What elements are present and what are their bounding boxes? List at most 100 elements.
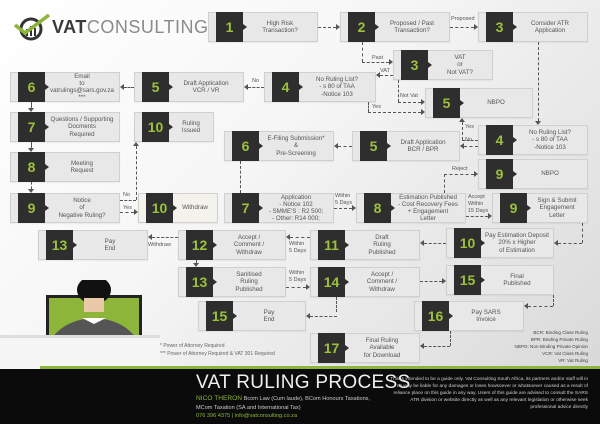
step-number: 1 <box>216 12 247 42</box>
connector <box>462 140 478 141</box>
step-9-negative-ruling: 9 Notice of Negative Ruling? <box>10 193 120 223</box>
connector <box>444 174 445 193</box>
arrow-right-icon <box>352 205 356 211</box>
connector <box>553 295 554 306</box>
connector-label-within-5-days: Within 5 Days <box>335 193 353 207</box>
step-number: 12 <box>186 230 217 260</box>
author-qualifications-2: MCom Taxation (SA and International Tax) <box>196 404 301 411</box>
connector <box>362 42 363 62</box>
step-10-pay-deposit: 10 Pay Estimation Deposit 20% x Higher o… <box>446 228 554 258</box>
step-number: 7 <box>232 193 263 223</box>
arrow-left-icon <box>420 240 424 246</box>
step-number: 9 <box>18 193 49 223</box>
step-5-draft-vcr-vr: 5 Draft Application VCR / VR <box>134 72 244 102</box>
arrow-right-icon <box>336 24 340 30</box>
step-label: Pay End <box>263 308 275 323</box>
step-number: 13 <box>46 230 77 260</box>
connector <box>424 346 450 347</box>
step-label: E-Filing Submission* & Pre-Screening <box>267 135 325 157</box>
connector-label-no: No <box>252 78 260 84</box>
connector <box>528 306 553 307</box>
arrow-down-icon <box>535 121 541 125</box>
arrow-left-icon <box>524 303 528 309</box>
note-power-of-attorney: * Power of Attorney Required <box>160 343 225 349</box>
connector <box>368 102 369 112</box>
connector <box>582 223 583 243</box>
step-label: Consider ATR Application <box>530 19 570 34</box>
step-13-sanitised-ruling: 13 Sanitised Ruling Published <box>178 267 286 297</box>
arrow-right-icon <box>474 24 478 30</box>
step-15-final-published: 15 Final Published <box>446 265 554 295</box>
connector <box>336 297 337 312</box>
connector <box>31 102 32 108</box>
arrow-left-icon <box>460 143 464 149</box>
connector-label-no: No <box>465 137 473 143</box>
step-number: 11 <box>318 230 349 260</box>
connector <box>538 42 539 121</box>
vat-consulting-logo: VAT CONSULTING <box>12 12 209 42</box>
step-6-efiling: 6 E-Filing Submission* & Pre-Screening <box>224 131 334 161</box>
connector <box>558 243 582 244</box>
arrow-up-icon <box>133 142 139 146</box>
step-label: No Ruling List? - s 80 of TAA -Notice 10… <box>316 76 358 98</box>
connector-label-past: Past <box>372 55 384 61</box>
abbr-bcr: BCR: Binding Class Ruling <box>533 330 588 335</box>
step-1-high-risk: 1 High Risk Transaction? <box>208 12 318 42</box>
connector <box>398 80 399 102</box>
step-17-final-ruling-download: 17 Final Ruling Available for Download <box>310 333 420 363</box>
page-title: VAT RULING PROCESS <box>196 372 411 393</box>
contact-info[interactable]: 076 396 4375 | info@vatconsulting.co.za <box>196 412 298 419</box>
step-5-draft-bcr-bpr: 5 Draft Application BCR / BPR <box>352 131 460 161</box>
step-number: 15 <box>206 301 237 331</box>
step-label: Final Published <box>503 272 531 287</box>
connector-label-vat: VAT <box>380 68 390 74</box>
connector-label-not-vat: Not Vat <box>400 93 418 99</box>
connector-label-within-5-days: Within 5 Days <box>289 270 307 284</box>
step-label: Proposed / Past Transaction? <box>389 19 435 34</box>
step-number: 6 <box>18 72 49 102</box>
step-3-consider-atr: 3 Consider ATR Application <box>478 12 588 42</box>
step-5-nbpo: 5 NBPO <box>425 88 533 118</box>
connector-label-within-5-days: Within 5 Days <box>289 241 307 255</box>
abbr-vr: VR: Vat Ruling <box>558 357 588 363</box>
arrow-left-icon <box>334 143 338 149</box>
arrow-left-icon <box>244 84 248 90</box>
logo-text-consulting: CONSULTING <box>86 16 209 37</box>
step-label: Notice of Negative Ruling? <box>58 197 106 219</box>
arrow-right-icon <box>442 278 446 284</box>
connector <box>240 161 241 193</box>
connector-label-yes: Yes <box>465 124 474 130</box>
connector <box>466 216 488 217</box>
step-number: 9 <box>500 193 531 223</box>
step-8-meeting-request: 8 Meeting Request <box>10 152 120 182</box>
connector <box>196 260 197 264</box>
accent-bar <box>40 366 600 369</box>
connector <box>334 208 352 209</box>
connector <box>31 142 32 148</box>
step-label: Draft Ruling Published <box>368 234 396 256</box>
step-label: Pay Estimation Deposit 20% x Higher of E… <box>485 232 549 254</box>
step-label: Questions / Supporting Docments Required <box>50 116 114 138</box>
step-label: NBPO <box>541 170 559 178</box>
step-4-no-ruling-list-vat: 4 No Ruling List? - s 80 of TAA -Notice … <box>264 72 376 102</box>
step-number: 4 <box>486 125 517 155</box>
step-number: 13 <box>186 267 217 297</box>
step-9-sign-engagement: 9 Sign & Submit Engagement Letter <box>492 193 588 223</box>
step-14-accept-comment: 14 Accept / Comment / Withdraw <box>310 267 420 297</box>
footer-banner: VAT RULING PROCESS NICO THERON Bcom Law … <box>0 366 600 424</box>
step-label: No Ruling List? - s 80 of TAA -Notice 10… <box>529 129 571 151</box>
connector-label-yes: Yes <box>372 104 381 110</box>
connector <box>398 102 421 103</box>
step-3-vat-or-not: 3 VAT or Not VAT? <box>393 50 493 80</box>
step-label: Final Ruling Available for Download <box>363 337 401 359</box>
step-label: VAT or Not VAT? <box>447 54 473 76</box>
connector <box>124 87 134 88</box>
step-number: 8 <box>364 193 395 223</box>
arrow-down-icon <box>193 263 199 267</box>
arrow-right-icon <box>488 213 492 219</box>
step-number: 3 <box>401 50 432 80</box>
connector <box>248 87 264 88</box>
arrow-right-icon <box>306 284 310 290</box>
connector <box>462 122 463 140</box>
connector <box>420 281 442 282</box>
